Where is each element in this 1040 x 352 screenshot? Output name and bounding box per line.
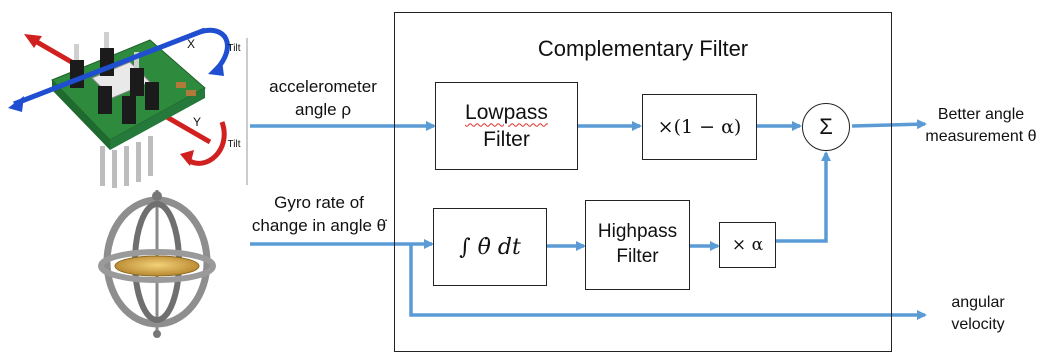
better-angle-label-line2: measurement θ: [925, 127, 1037, 145]
gyro-label-line2: change in angle θ̇: [251, 215, 387, 235]
gyro-label: Gyro rate of change in angle θ̇: [240, 192, 398, 238]
x-axis-label: X: [186, 37, 195, 51]
one-minus-alpha-label: ×(1 − α): [657, 116, 742, 138]
highpass-filter-block: Highpass Filter: [585, 200, 690, 290]
angular-velocity-label-line2: velocity: [951, 315, 1005, 333]
lowpass-label-line1: Lowpass: [465, 100, 548, 124]
tilt-label-top: Tilt: [227, 43, 241, 54]
accelerometer-label: accelerometer angle ρ: [252, 76, 394, 122]
sigma-symbol: Σ: [819, 114, 833, 139]
integral-expression: ∫ θ̇ dt: [459, 234, 521, 260]
highpass-label-line2: Filter: [616, 246, 659, 267]
lowpass-filter-block: Lowpass Filter: [435, 82, 578, 170]
tilt-label-bottom: Tilt: [227, 139, 241, 150]
diagram-title: Complementary Filter: [537, 36, 749, 61]
one-minus-alpha-block: ×(1 − α): [642, 94, 757, 160]
accelerometer-label-line1: accelerometer: [269, 77, 377, 96]
better-angle-label-line1: Better angle: [937, 106, 1025, 123]
angular-velocity-label-line1: angular: [951, 294, 1005, 311]
sum-junction: Σ: [802, 103, 850, 151]
alpha-block: × α: [719, 222, 776, 268]
angular-velocity-label: angular velocity: [928, 292, 1028, 335]
accelerometer-label-line2: angle ρ: [295, 99, 351, 119]
better-angle-label: Better angle measurement θ: [922, 104, 1040, 147]
alpha-label: × α: [731, 235, 764, 255]
gyro-label-line1: Gyro rate of: [274, 193, 364, 212]
integral-block: ∫ θ̇ dt: [433, 208, 547, 286]
highpass-label-line1: Highpass: [597, 221, 678, 243]
arrow-sum-to-output: [851, 119, 927, 130]
arrow-alpha-to-sum: [776, 151, 831, 243]
y-axis-label: Y: [192, 115, 201, 129]
lowpass-label-line2: Filter: [483, 128, 530, 151]
arrow-branch-to-angular: [409, 244, 927, 320]
